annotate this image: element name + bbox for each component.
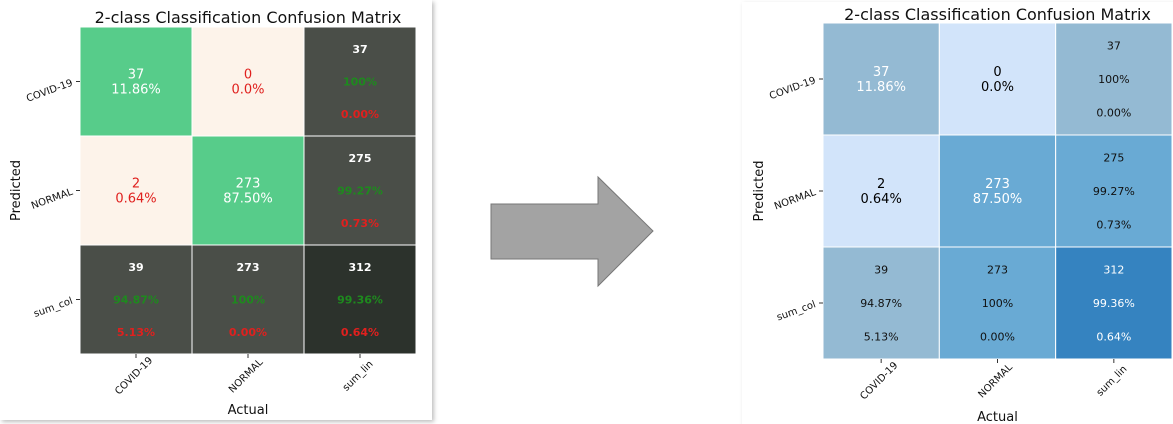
cell-error-rate: 0.64% <box>341 326 379 339</box>
cell-error-rate: 0.00% <box>341 108 379 121</box>
cell-fill <box>1055 22 1173 136</box>
cell-error-rate: 0.00% <box>980 331 1015 344</box>
cell-count: 37 <box>873 65 890 80</box>
cell-correct-rate: 100% <box>231 294 265 307</box>
chart-title: 2-class Classification Confusion Matrix <box>844 5 1151 24</box>
cell-error-rate: 5.13% <box>117 326 155 339</box>
matrix-cell: 00.0% <box>191 26 305 137</box>
cell-correct-rate: 99.27% <box>1093 185 1135 198</box>
matrix-cell: 273 100% 0.00% <box>938 246 1057 360</box>
cell-fill <box>1055 246 1173 360</box>
cell-correct-rate: 99.36% <box>337 294 383 307</box>
cell-total: 275 <box>1103 151 1124 164</box>
cell-count: 0 <box>993 65 1001 80</box>
cell-fill <box>191 26 305 137</box>
cell-error-rate: 0.64% <box>1096 331 1131 344</box>
cell-fill <box>822 22 940 136</box>
cell-percent: 11.86% <box>856 80 906 95</box>
cell-error-rate: 0.00% <box>229 326 267 339</box>
cell-fill <box>191 244 305 355</box>
cell-error-rate: 0.73% <box>1096 219 1131 232</box>
matrix-cell: 20.64% <box>822 134 940 248</box>
cell-correct-rate: 100% <box>343 76 377 89</box>
cell-total: 273 <box>987 263 1008 276</box>
cell-fill <box>303 26 417 137</box>
matrix-cell: 20.64% <box>79 135 193 246</box>
matrix-cell: 275 99.27% 0.73% <box>303 135 417 246</box>
cell-fill <box>822 246 940 360</box>
y-axis-label: Predicted <box>752 160 767 221</box>
cell-correct-rate: 94.87% <box>860 297 902 310</box>
cell-fill <box>79 244 193 355</box>
matrix-cell: 37 100% 0.00% <box>1055 22 1173 136</box>
cell-error-rate: 5.13% <box>864 331 899 344</box>
cell-count: 37 <box>128 68 145 83</box>
cell-correct-rate: 99.36% <box>1093 297 1135 310</box>
matrix-cell: 273 100% 0.00% <box>191 244 305 355</box>
cell-count: 273 <box>236 177 261 192</box>
matrix-cell: 39 94.87% 5.13% <box>79 244 193 355</box>
cell-total: 312 <box>1103 263 1124 276</box>
cell-fill <box>938 246 1057 360</box>
cell-correct-rate: 94.87% <box>113 294 159 307</box>
confusion-matrix-after: 2-class Classification Confusion Matrix3… <box>742 2 1173 424</box>
x-axis-label: Actual <box>228 403 269 418</box>
cell-correct-rate: 99.27% <box>337 185 383 198</box>
matrix-cell: 37 100% 0.00% <box>303 26 417 137</box>
cell-percent: 87.50% <box>223 192 273 207</box>
matrix-cell: 312 99.36% 0.64% <box>1055 246 1173 360</box>
matrix-cell: 275 99.27% 0.73% <box>1055 134 1173 248</box>
chart-title: 2-class Classification Confusion Matrix <box>95 8 402 27</box>
cell-error-rate: 0.00% <box>1096 107 1131 120</box>
transform-arrow-icon <box>490 175 654 288</box>
cell-total: 39 <box>128 261 143 274</box>
cell-fill <box>938 134 1057 248</box>
cell-correct-rate: 100% <box>1098 73 1129 86</box>
y-axis-label: Predicted <box>9 160 24 221</box>
cell-total: 275 <box>349 152 372 165</box>
cell-total: 37 <box>352 43 367 56</box>
cell-total: 273 <box>237 261 260 274</box>
cell-fill <box>822 134 940 248</box>
cell-count: 2 <box>132 177 140 192</box>
confusion-matrix-before: 2-class Classification Confusion Matrix3… <box>0 0 432 420</box>
cell-fill <box>79 26 193 137</box>
cell-error-rate: 0.73% <box>341 217 379 230</box>
cell-total: 312 <box>349 261 372 274</box>
cell-total: 39 <box>874 263 888 276</box>
cell-fill <box>303 244 417 355</box>
arrow-shape <box>490 175 654 288</box>
cell-total: 37 <box>1107 39 1121 52</box>
cell-percent: 11.86% <box>111 83 161 98</box>
matrix-cell: 312 99.36% 0.64% <box>303 244 417 355</box>
cell-count: 273 <box>985 177 1010 192</box>
cell-percent: 87.50% <box>973 192 1023 207</box>
cell-count: 2 <box>877 177 885 192</box>
cell-fill <box>79 135 193 246</box>
cell-correct-rate: 100% <box>982 297 1013 310</box>
cell-percent: 0.64% <box>861 192 902 207</box>
cell-percent: 0.64% <box>115 192 156 207</box>
x-axis-label: Actual <box>977 410 1018 424</box>
cell-percent: 0.0% <box>231 83 264 98</box>
cell-count: 0 <box>244 68 252 83</box>
cell-percent: 0.0% <box>981 80 1014 95</box>
matrix-cell: 00.0% <box>938 22 1057 136</box>
matrix-cell: 39 94.87% 5.13% <box>822 246 940 360</box>
